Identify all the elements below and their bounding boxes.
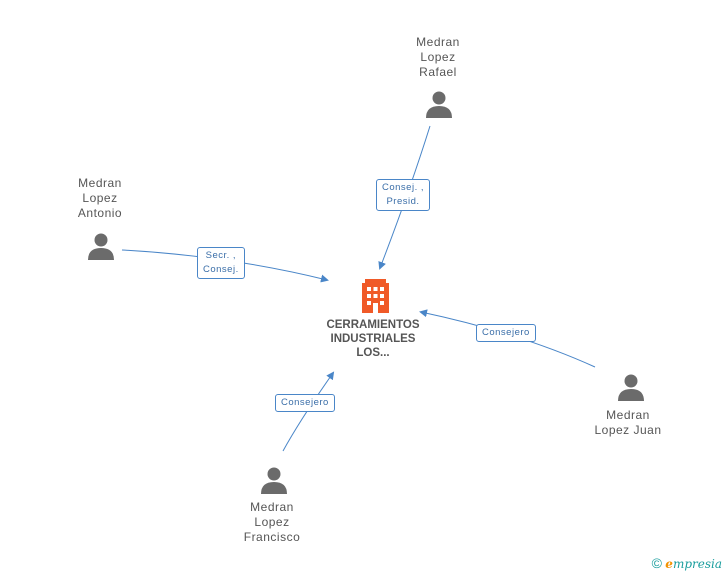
name-line: Lopez [420, 50, 456, 64]
brand-rest: mpresia [672, 557, 722, 571]
empresia-logo: © empresia [652, 555, 722, 571]
relation-label-juan: Consejero [476, 324, 536, 342]
relation-label-line: Secr. , [205, 250, 237, 261]
copyright-icon: © [651, 555, 662, 571]
person-name-antonio[interactable]: Medran Lopez Antonio [45, 176, 155, 221]
name-line: Lopez [254, 515, 290, 529]
building-icon[interactable] [362, 279, 389, 313]
relation-label-line: Consejero [482, 327, 530, 338]
person-icon[interactable] [426, 91, 452, 119]
relation-label-line: Consej. [203, 264, 239, 275]
name-line: Antonio [77, 206, 123, 220]
edge-francisco [282, 371, 335, 452]
name-line: Lopez [82, 191, 118, 205]
relation-label-antonio: Secr. , Consej. [197, 247, 245, 279]
relation-label-line: Consej. , [382, 182, 424, 193]
company-name-line: LOS... [356, 347, 390, 359]
company-name[interactable]: CERRAMIENTOS INDUSTRIALES LOS... [303, 318, 443, 360]
name-line: Medran [250, 500, 294, 514]
person-name-juan[interactable]: Medran Lopez Juan [573, 408, 683, 438]
name-line: Medran [606, 408, 650, 422]
person-icon[interactable] [261, 467, 287, 495]
name-line: Rafael [419, 65, 457, 79]
name-line: Medran [416, 35, 460, 49]
company-name-line: INDUSTRIALES [330, 333, 416, 345]
brand-e: e [665, 557, 673, 571]
person-icon[interactable] [88, 233, 114, 261]
name-line: Francisco [243, 530, 301, 544]
relation-label-francisco: Consejero [275, 394, 335, 412]
person-icon[interactable] [618, 374, 644, 402]
relation-label-rafael: Consej. , Presid. [376, 179, 430, 211]
name-line: Medran [78, 176, 122, 190]
name-line: Lopez Juan [594, 423, 662, 437]
relation-label-line: Presid. [386, 196, 420, 207]
person-name-rafael[interactable]: Medran Lopez Rafael [383, 35, 493, 80]
relation-label-line: Consejero [281, 397, 329, 408]
company-name-line: CERRAMIENTOS [326, 319, 420, 331]
person-name-francisco[interactable]: Medran Lopez Francisco [217, 500, 327, 545]
